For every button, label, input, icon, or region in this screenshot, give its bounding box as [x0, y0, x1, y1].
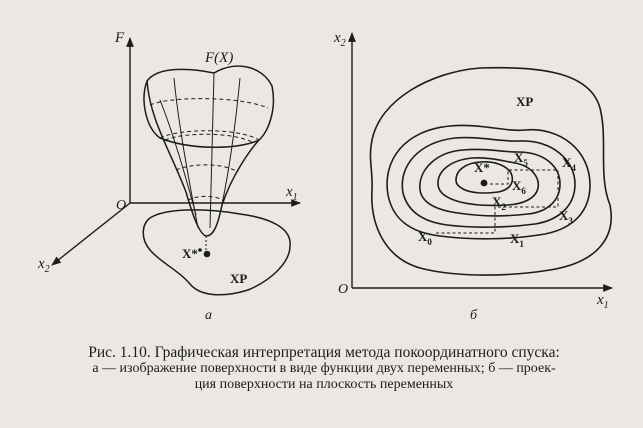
point-label-x3: X3: [559, 208, 573, 226]
contour-1: [386, 124, 591, 240]
point-label-x6: X6: [512, 178, 526, 196]
contour-5: [455, 161, 514, 194]
panel-a-sub-label: а: [205, 308, 212, 323]
panel-b: x2 x1 O XP X* X0 X1 X2 X3 X4 X5 X6 б: [333, 30, 613, 323]
point-label-x4: X4: [562, 155, 576, 173]
optimum-point-a: [203, 250, 211, 258]
panel-a: F x1 x2 O F(X) X* XP: [37, 30, 301, 323]
panel-a-axis-f-label: F: [114, 30, 125, 46]
region-label-a: XP: [230, 271, 247, 286]
point-label-x0: X0: [418, 229, 432, 247]
descent-path: [436, 169, 559, 234]
optimum-point-b: [480, 179, 488, 187]
panel-a-axis-x2-label: x2: [37, 256, 50, 275]
surface-label: F(X): [204, 50, 233, 66]
region-xp-b: [369, 66, 612, 276]
point-label-x2: X2: [492, 194, 506, 212]
region-xp-a: [142, 209, 291, 296]
figure-caption: Рис. 1.10. Графическая интерпретация мет…: [24, 345, 624, 393]
caption-line-2: а — изображение поверхности в виде функц…: [92, 361, 556, 376]
optimum-label-a: X*: [182, 246, 198, 261]
level-contours: [386, 124, 591, 240]
panel-a-axis-x1-label: x1: [285, 184, 298, 203]
region-label-b: XP: [516, 94, 533, 109]
panel-b-origin-label: O: [338, 282, 348, 297]
panel-a-origin-label: O: [116, 198, 126, 213]
panel-b-sub-label: б: [470, 308, 478, 323]
optimum-point-a-small: [198, 248, 202, 252]
point-label-x5: X5: [514, 150, 528, 168]
contour-2: [401, 136, 576, 228]
contour-4: [437, 157, 540, 207]
panel-a-x2-axis: [51, 202, 131, 266]
caption-line-3: ция поверхности на плоскость переменных: [194, 377, 454, 392]
contour-3: [419, 148, 561, 217]
caption-title: Рис. 1.10. Графическая интерпретация мет…: [88, 344, 560, 361]
panel-b-axis-x2-label: x2: [333, 30, 346, 49]
surface-funnel: [143, 65, 275, 237]
point-label-x1: X1: [510, 231, 524, 249]
panel-b-axis-x1-label: x1: [596, 292, 609, 311]
optimum-label-b: X*: [474, 160, 490, 175]
figure: F x1 x2 O F(X) X* XP: [37, 30, 613, 323]
